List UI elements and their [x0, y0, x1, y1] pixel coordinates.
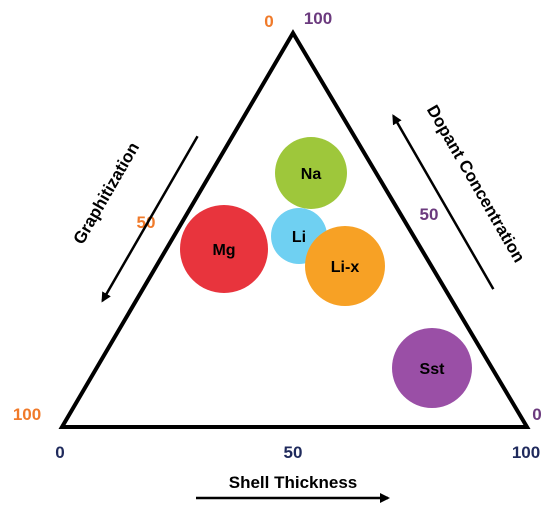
left-tick-0: 0 [264, 12, 273, 31]
bottom-axis-title: Shell Thickness [229, 473, 358, 492]
bubble-group: Na Mg Li Li-x Sst [180, 137, 472, 408]
bubble-label-sst: Sst [420, 361, 446, 378]
left-tick-100: 100 [13, 405, 41, 424]
right-tick-0: 0 [532, 405, 541, 424]
bottom-tick-0: 0 [55, 443, 64, 462]
bubble-na [275, 137, 347, 209]
bubble-label-li: Li [292, 229, 306, 246]
triangle-frame [58, 29, 531, 429]
bubble-label-na: Na [301, 166, 322, 183]
bubble-label-mg: Mg [212, 242, 235, 259]
bubble-mg [180, 205, 268, 293]
left-axis-title: Graphitization [70, 139, 144, 247]
bubble-sst [392, 328, 472, 408]
right-tick-100: 100 [304, 9, 332, 28]
bottom-tick-50: 50 [284, 443, 303, 462]
right-axis-arrow [392, 114, 495, 290]
bubble-li-x [305, 226, 385, 306]
bottom-tick-100: 100 [512, 443, 540, 462]
right-tick-50: 50 [420, 205, 439, 224]
left-axis-group: Graphitization [70, 135, 199, 303]
bubble-label-li-x: Li-x [331, 259, 360, 276]
left-axis-arrow [101, 135, 199, 303]
right-axis-title: Dopant Concentration [423, 102, 529, 266]
right-axis-group: Dopant Concentration [392, 102, 529, 290]
